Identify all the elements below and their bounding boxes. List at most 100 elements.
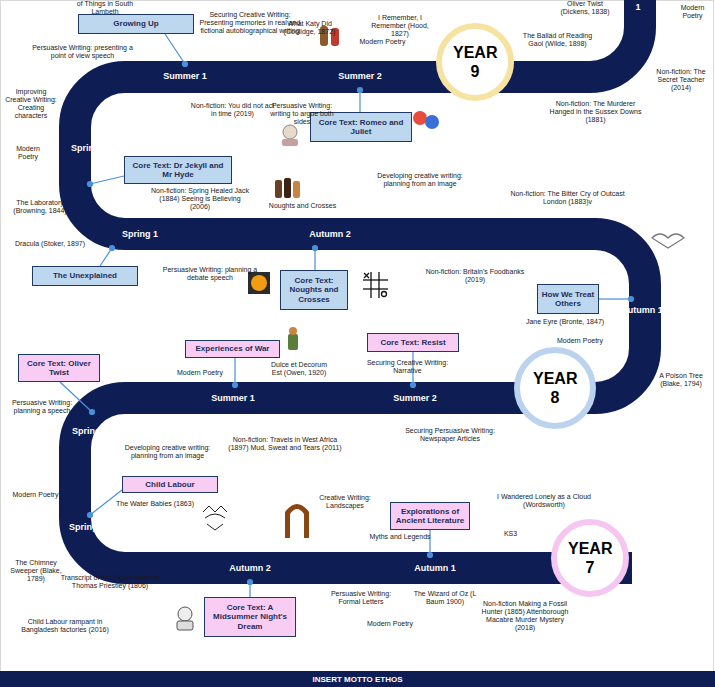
node-text: Core Text: A Midsummer Night's Dream bbox=[208, 603, 292, 631]
text-note: I Wandered Lonely as a Cloud (Wordsworth… bbox=[488, 493, 600, 509]
shakespeare-icon bbox=[178, 607, 192, 621]
topic-box: Explorations of Ancient Literature bbox=[390, 502, 470, 530]
term-label: Autumn 1 bbox=[617, 305, 667, 315]
node-text: Core Text: Dr Jekyll and Mr Hyde bbox=[128, 161, 228, 179]
leader-line bbox=[234, 358, 235, 385]
leader-dot bbox=[88, 513, 93, 518]
text-note: The Ballad of Reading Gaol (Wilde, 1898) bbox=[515, 32, 600, 48]
leader-line bbox=[165, 34, 185, 64]
text-note: Dracula (Stoker, 1897) bbox=[10, 240, 90, 248]
topic-box: Growing Up bbox=[78, 14, 194, 34]
node-text: Explorations of Ancient Literature bbox=[394, 507, 466, 525]
grid-line bbox=[378, 272, 379, 298]
node-text: INSERT MOTTO ETHOS bbox=[312, 675, 402, 684]
text-note: Non-fiction: You did not act in time (20… bbox=[190, 102, 275, 118]
year-circle: YEAR 9 bbox=[435, 22, 515, 102]
node-text: The Unexplained bbox=[53, 271, 117, 280]
text-note: A Poison Tree (Blake, 1794) bbox=[652, 372, 710, 388]
term-label: Summer 1 bbox=[160, 71, 210, 81]
leader-dot bbox=[233, 383, 238, 388]
leader-dot bbox=[248, 580, 253, 585]
topic-box: Core Text: Dr Jekyll and Mr Hyde bbox=[124, 156, 232, 184]
topic-box: Core Text: Oliver Twist bbox=[18, 354, 100, 382]
leader-line bbox=[100, 248, 112, 266]
text-note: of Things in South Lambeth bbox=[70, 0, 140, 16]
leader-dot bbox=[88, 182, 93, 187]
topic-box: Core Text: Resist bbox=[367, 333, 459, 352]
topic-box: Core Text: Noughts and Crosses bbox=[280, 270, 348, 310]
node-text: YEAR 8 bbox=[533, 369, 577, 407]
text-note: The Laboratory (Browning, 1844) bbox=[5, 199, 75, 215]
text-note: Improving Creative Writing: Creating cha… bbox=[2, 88, 60, 120]
circle-ring bbox=[554, 522, 626, 594]
text-note: Modern Poetry bbox=[355, 38, 410, 46]
noughts-crosses-grid bbox=[363, 272, 388, 298]
node-text: Growing Up bbox=[113, 19, 158, 28]
circle-ring bbox=[439, 26, 511, 98]
text-note: Non-fiction Making a Fossil Hunter (1865… bbox=[480, 600, 570, 632]
topic-box: Child Labour bbox=[122, 476, 218, 493]
fist-icon bbox=[284, 178, 291, 198]
node-text: Core Text: Romeo and Juliet bbox=[314, 118, 408, 136]
year-circle: YEAR 7 bbox=[550, 518, 630, 598]
leader-dot bbox=[629, 297, 634, 302]
node-text: Core Text: Oliver Twist bbox=[22, 359, 96, 377]
protest-sign bbox=[248, 272, 270, 294]
soldier-icon bbox=[288, 334, 298, 350]
leader-line bbox=[359, 90, 360, 112]
term-label: Spring 2 bbox=[65, 426, 115, 436]
topic-box: The Unexplained bbox=[32, 266, 138, 286]
shakespeare-icon bbox=[283, 125, 297, 139]
node-text: Core Text: Noughts and Crosses bbox=[284, 276, 344, 304]
text-note: Persuasive Writing: Formal Letters bbox=[325, 590, 397, 606]
node-text: Experiences of War bbox=[196, 344, 270, 353]
shakespeare-icon bbox=[282, 139, 298, 146]
grid-line bbox=[363, 279, 388, 280]
text-note: Non-fiction: The Secret Teacher (2014) bbox=[650, 68, 712, 92]
text-note: The Water Babies (1863) bbox=[115, 500, 195, 508]
circle-outline bbox=[550, 518, 630, 598]
node-text: How We Treat Others bbox=[541, 290, 595, 308]
text-note: Persuasive Writing: planning a speech bbox=[2, 399, 82, 415]
protest-sign bbox=[251, 275, 267, 291]
handshake-icon bbox=[652, 234, 684, 248]
arch-icon bbox=[285, 504, 309, 538]
soldier-icon bbox=[289, 327, 297, 335]
text-note: Myths and Legends bbox=[365, 533, 435, 541]
text-note: Oliver Twist (Dickens, 1838) bbox=[555, 0, 615, 16]
topic-box: Experiences of War bbox=[185, 340, 280, 358]
text-note: Securing Persuasive Writing: Newspaper A… bbox=[395, 427, 505, 443]
term-label: Autumn 2 bbox=[305, 229, 355, 239]
node-text: Core Text: Resist bbox=[380, 338, 445, 347]
text-note: Creative Writing: Landscapes bbox=[310, 494, 380, 510]
topic-box: How We Treat Others bbox=[537, 284, 599, 314]
text-note: Non-fiction: Spring Healed Jack (1884) S… bbox=[150, 187, 250, 211]
node-text: YEAR 7 bbox=[568, 539, 612, 577]
text-note: Jane Eyre (Bronte, 1847) bbox=[525, 318, 605, 326]
text-note: Modern Poetry bbox=[8, 491, 63, 499]
term-label: Summer 2 bbox=[335, 71, 385, 81]
text-note: Modern Poetry bbox=[555, 337, 605, 345]
text-note: Persuasive Writing: planning a debate sp… bbox=[160, 266, 260, 282]
circle-ring bbox=[517, 350, 593, 426]
text-note: Persuasive Writing: presenting a point o… bbox=[30, 44, 135, 60]
text-note: Persuasive Writing: writing to argue bot… bbox=[262, 102, 342, 126]
text-note: Transcript of the Examination of Thomas … bbox=[60, 574, 160, 590]
leader-line bbox=[599, 298, 631, 299]
cross-mark bbox=[364, 273, 369, 278]
leader-dot bbox=[183, 62, 188, 67]
leader-dot bbox=[428, 553, 433, 558]
grid-line bbox=[363, 288, 388, 289]
text-note: KS3 bbox=[498, 530, 523, 538]
curriculum-road bbox=[75, 0, 645, 568]
fist-icon bbox=[275, 180, 282, 198]
term-label: 1 bbox=[628, 2, 648, 12]
text-note: Modern Poetry bbox=[175, 369, 225, 377]
topic-box: Core Text: A Midsummer Night's Dream bbox=[204, 597, 296, 637]
text-note: Non-fiction: The Bitter Cry of Outcast L… bbox=[505, 190, 630, 206]
term-label: Spring 1 bbox=[115, 229, 165, 239]
text-note: Dulce et Decorum Est (Owen, 1920) bbox=[268, 361, 330, 377]
leader-dot bbox=[358, 88, 363, 93]
text-note: Noughts and Crosses bbox=[265, 202, 340, 210]
year-circle: YEAR 8 bbox=[513, 346, 597, 430]
